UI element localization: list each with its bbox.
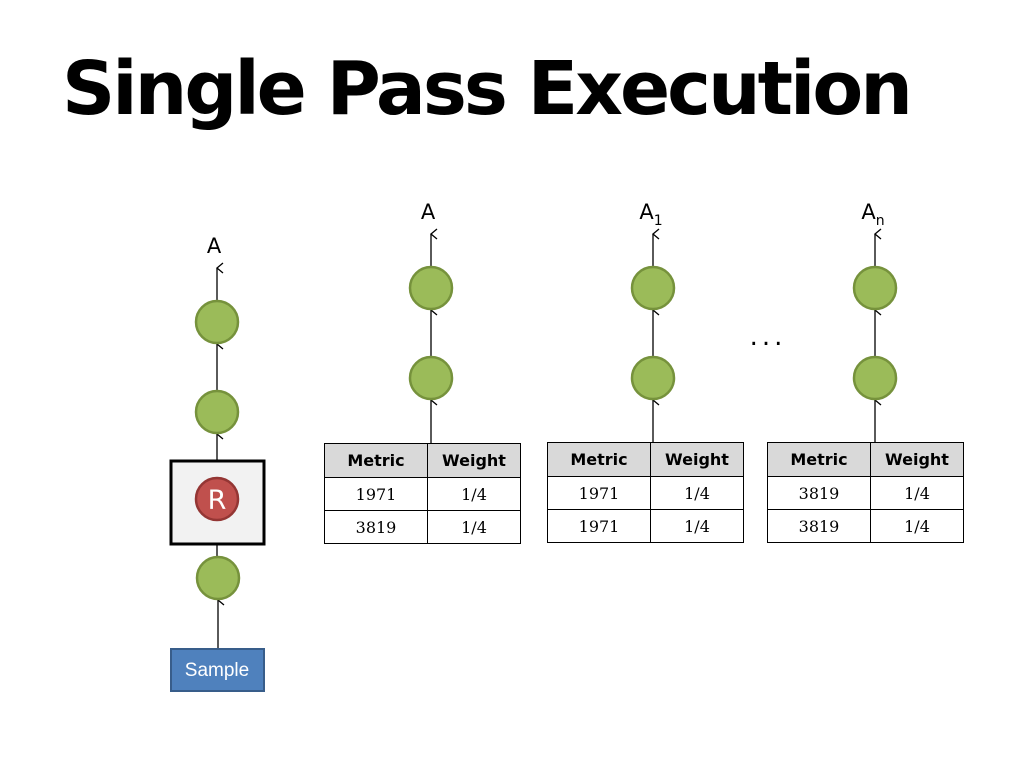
sample-box <box>170 648 265 692</box>
metric-cell: 3819 <box>324 510 428 544</box>
table-row: 1971 1/4 <box>324 477 521 511</box>
metric-weight-table-n: Metric Weight 3819 1/4 3819 1/4 <box>767 442 964 543</box>
metric-weight-table-1: Metric Weight 1971 1/4 3819 1/4 <box>324 443 521 544</box>
metric-cell: 3819 <box>767 509 871 543</box>
branch-output-label: A <box>421 200 436 224</box>
table-header-row: Metric Weight <box>547 442 744 477</box>
weight-cell: 1/4 <box>650 476 744 510</box>
column-header-weight: Weight <box>650 442 744 477</box>
table-header-row: Metric Weight <box>767 442 964 477</box>
column-header-weight: Weight <box>870 442 964 477</box>
branch-2: A1 <box>630 200 676 443</box>
table-header-row: Metric Weight <box>324 443 521 478</box>
weight-cell: 1/4 <box>650 509 744 543</box>
operator-node <box>195 555 241 601</box>
branch-1: A <box>408 200 454 443</box>
slide-title: Single Pass Execution <box>62 46 913 132</box>
operator-node <box>408 355 454 401</box>
main-pipeline: A R Sample <box>169 234 266 692</box>
branch-n: An <box>852 200 898 443</box>
table-row: 3819 1/4 <box>767 509 964 543</box>
reservoir-node <box>194 476 240 522</box>
operator-node <box>630 265 676 311</box>
operator-node <box>852 355 898 401</box>
operator-node <box>194 389 240 435</box>
weight-cell: 1/4 <box>427 477 521 511</box>
branch-output-label: An <box>861 200 884 229</box>
weight-cell: 1/4 <box>870 476 964 510</box>
table-row: 1971 1/4 <box>547 476 744 510</box>
operator-node <box>630 355 676 401</box>
column-header-weight: Weight <box>427 443 521 478</box>
metric-cell: 1971 <box>547 509 651 543</box>
metric-cell: 1971 <box>324 477 428 511</box>
pipeline-output-label: A <box>207 234 222 258</box>
table-row: 3819 1/4 <box>324 510 521 544</box>
ellipsis: ... <box>750 322 787 352</box>
table-row: 3819 1/4 <box>767 476 964 510</box>
sample-label: Sample <box>185 660 249 681</box>
table-row: 1971 1/4 <box>547 509 744 543</box>
operator-node <box>852 265 898 311</box>
weight-cell: 1/4 <box>870 509 964 543</box>
column-header-metric: Metric <box>324 443 428 478</box>
operator-node <box>194 299 240 345</box>
metric-cell: 3819 <box>767 476 871 510</box>
metric-cell: 1971 <box>547 476 651 510</box>
column-header-metric: Metric <box>767 442 871 477</box>
metric-weight-table-2: Metric Weight 1971 1/4 1971 1/4 <box>547 442 744 543</box>
column-header-metric: Metric <box>547 442 651 477</box>
branch-output-label: A1 <box>639 200 662 229</box>
operator-node <box>408 265 454 311</box>
reservoir-label: R <box>208 485 227 516</box>
weight-cell: 1/4 <box>427 510 521 544</box>
